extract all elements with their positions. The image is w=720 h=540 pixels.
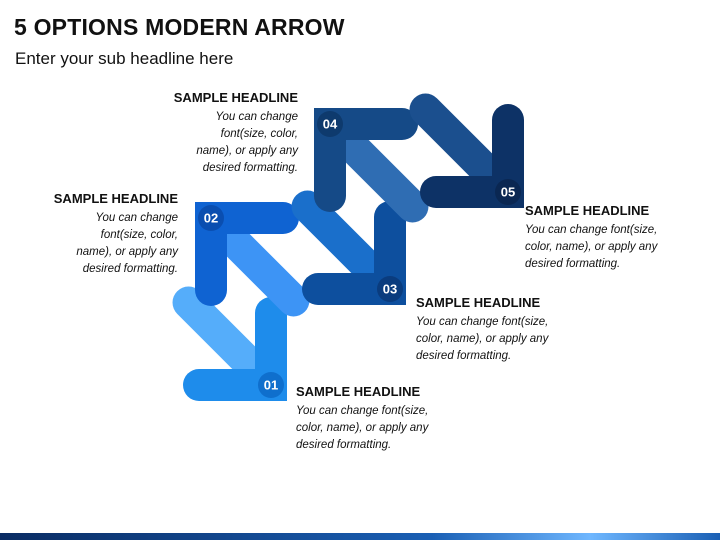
option-number-05: 05 — [501, 185, 515, 200]
arrow-shaft-03 — [291, 190, 384, 283]
arrow-shaft-05 — [409, 93, 502, 186]
bottom-accent-bar — [0, 533, 720, 540]
arrow-shaft-01 — [172, 286, 265, 379]
option-text-02: SAMPLE HEADLINE You can change font(size… — [20, 191, 178, 278]
option-body-04: You can change font(size, color, name), … — [196, 111, 298, 174]
option-number-04: 04 — [323, 117, 338, 132]
option-body-02: You can change font(size, color, name), … — [76, 212, 178, 275]
option-text-05: SAMPLE HEADLINE You can change font(size… — [525, 203, 705, 273]
arrow-option-02: 02 — [195, 202, 310, 317]
option-body-05: You can change font(size, color, name), … — [525, 224, 658, 270]
arrow-option-03: 03 — [291, 190, 406, 305]
arrow-option-01: 01 — [172, 286, 287, 401]
arrow-option-04: 04 — [314, 108, 429, 223]
option-text-03: SAMPLE HEADLINE You can change font(size… — [416, 295, 596, 365]
option-text-04: SAMPLE HEADLINE You can change font(size… — [140, 90, 298, 177]
option-headline-05: SAMPLE HEADLINE — [525, 203, 650, 218]
option-body-03: You can change font(size, color, name), … — [416, 316, 549, 362]
option-headline-01: SAMPLE HEADLINE — [296, 384, 421, 399]
page-subtitle: Enter your sub headline here — [15, 49, 234, 68]
option-headline-04: SAMPLE HEADLINE — [173, 90, 298, 105]
arrow-option-05: 05 — [409, 93, 524, 208]
option-number-03: 03 — [383, 282, 397, 297]
arrow-shaft-04 — [336, 130, 429, 223]
option-number-02: 02 — [204, 211, 218, 226]
option-badge-05 — [495, 179, 521, 205]
option-text-01: SAMPLE HEADLINE You can change font(size… — [296, 384, 476, 454]
option-badge-01 — [258, 372, 284, 398]
option-headline-03: SAMPLE HEADLINE — [416, 295, 541, 310]
arrow-shaft-02 — [217, 224, 310, 317]
option-badge-03 — [377, 276, 403, 302]
option-headline-02: SAMPLE HEADLINE — [53, 191, 178, 206]
page-title: 5 OPTIONS MODERN ARROW — [14, 14, 345, 40]
option-body-01: You can change font(size, color, name), … — [296, 405, 429, 451]
option-number-01: 01 — [264, 378, 278, 393]
option-badge-02 — [198, 205, 224, 231]
option-badge-04 — [317, 111, 343, 137]
